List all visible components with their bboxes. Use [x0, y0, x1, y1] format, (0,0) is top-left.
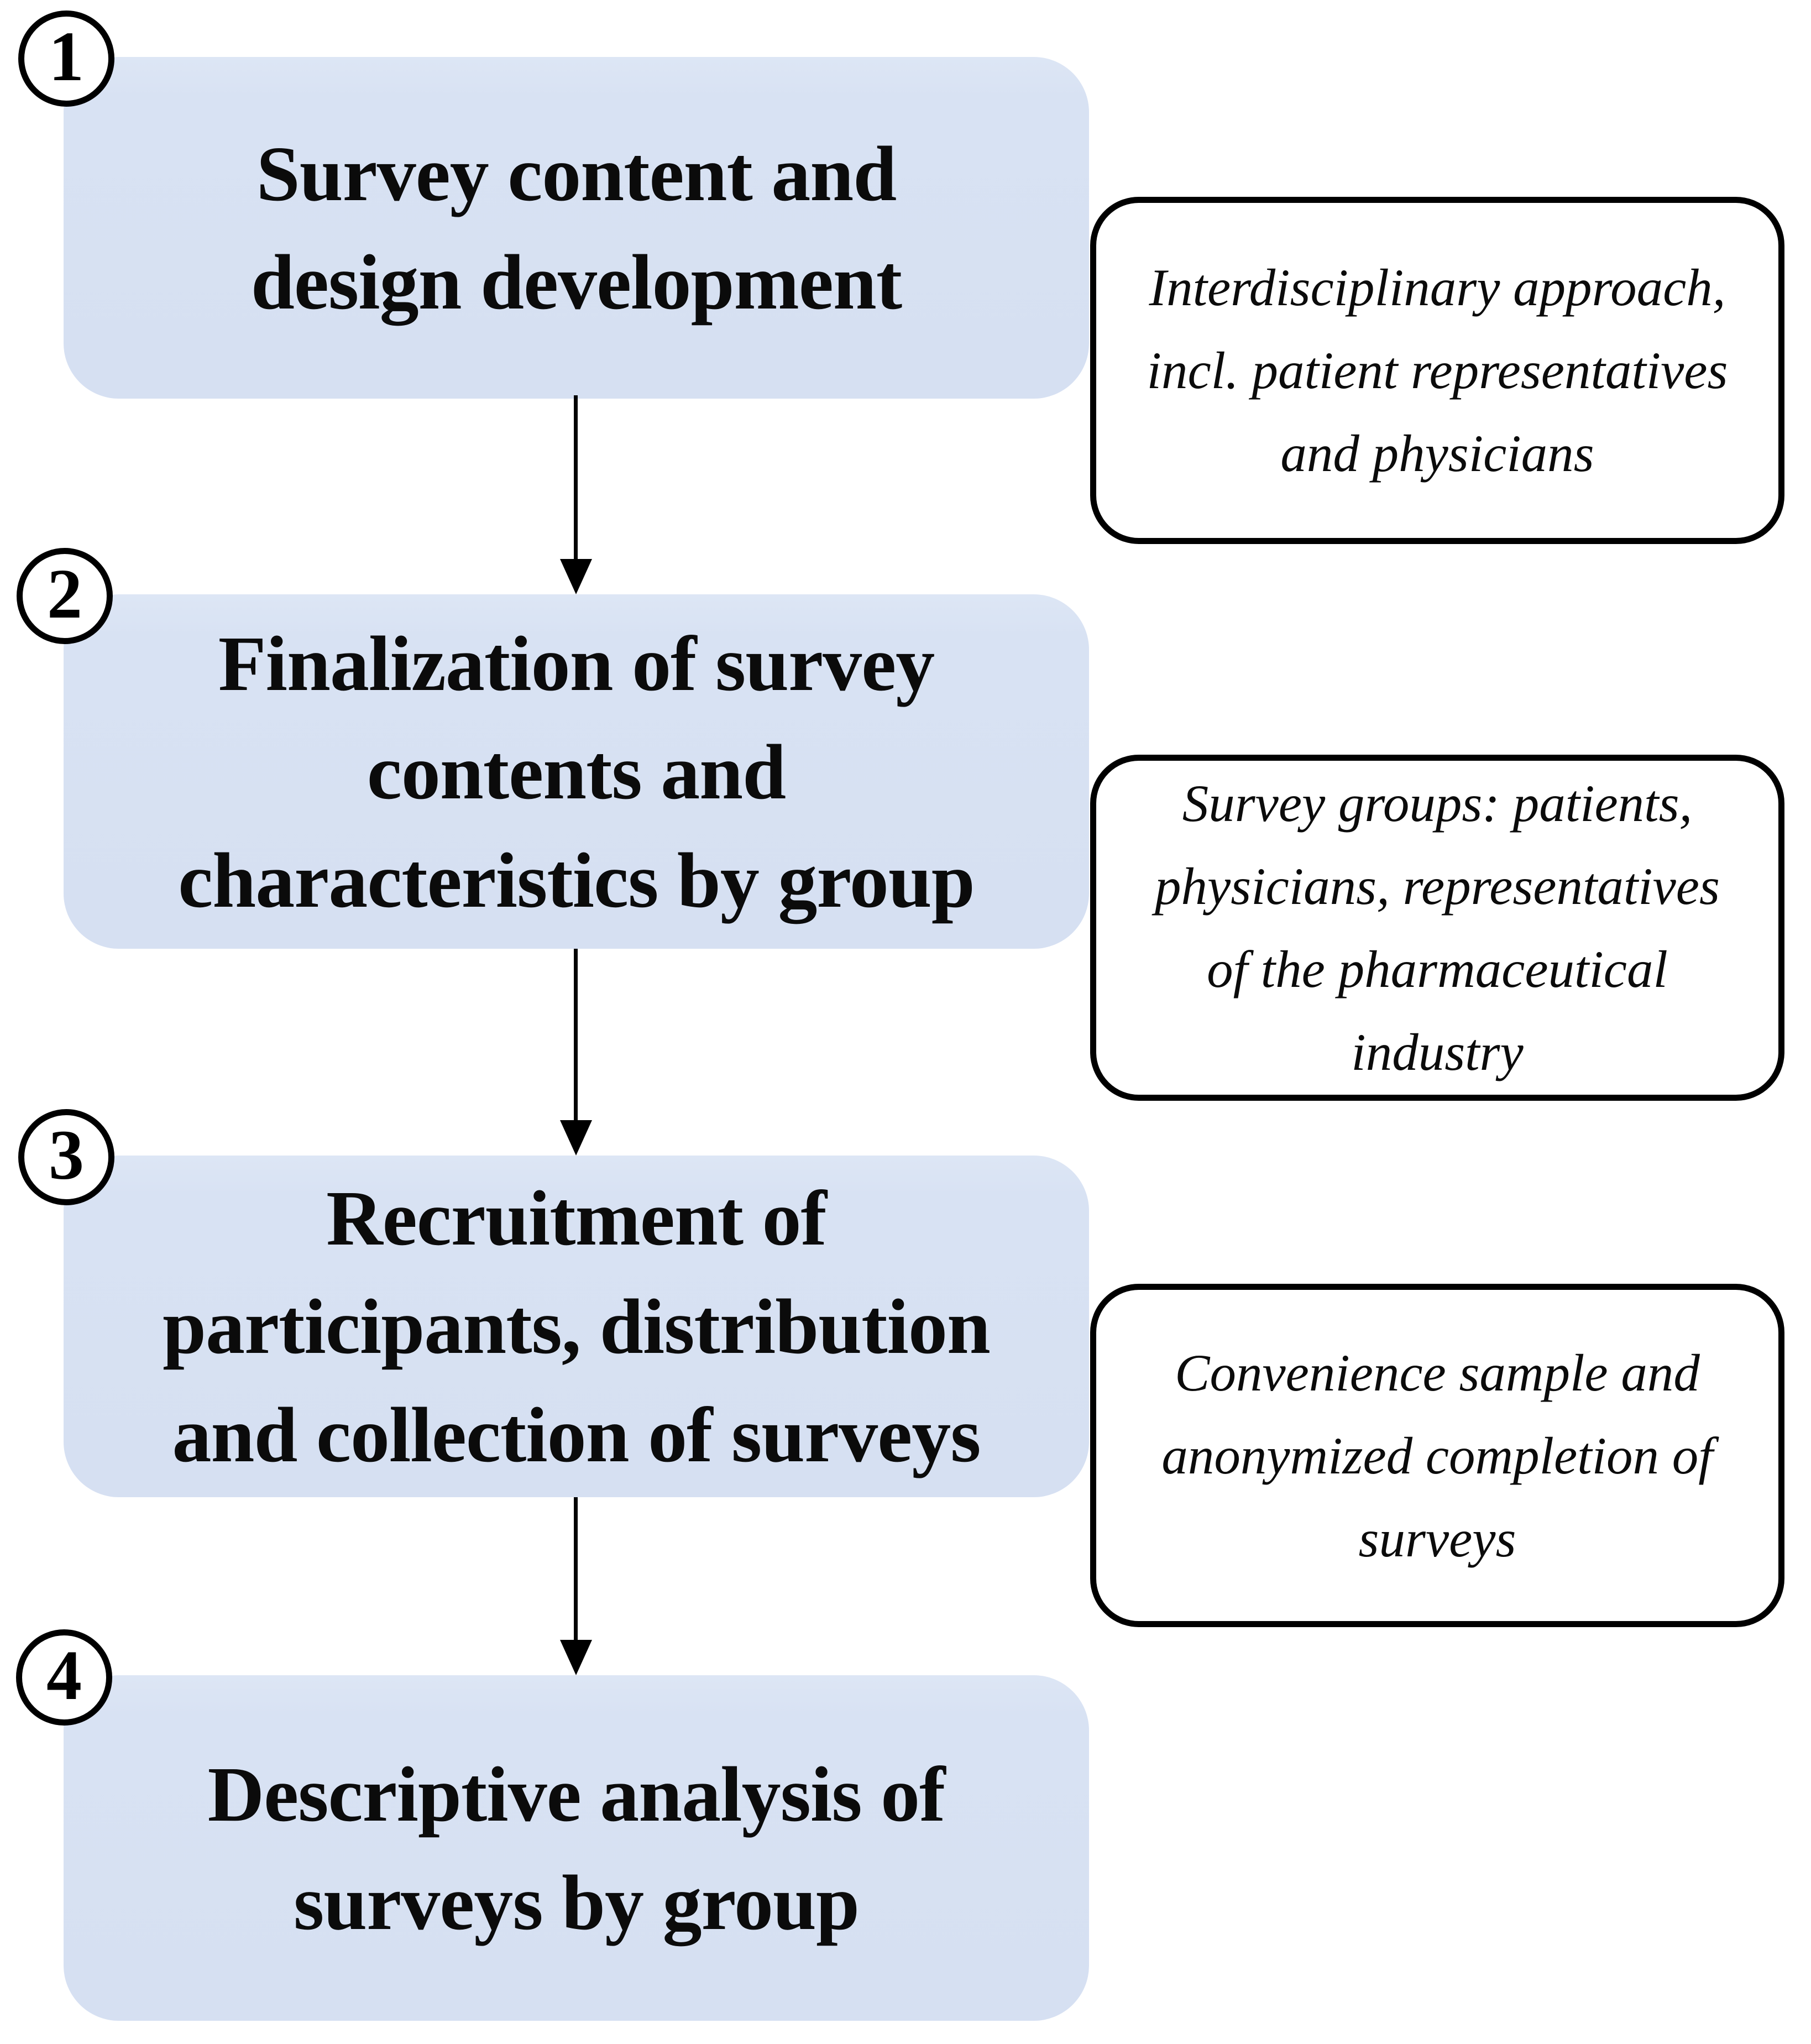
step-2-annotation-text: Survey groups: patients, physicians, rep…	[1155, 774, 1720, 1081]
step-4-number-badge: 4	[16, 1629, 112, 1726]
step-1-number: 1	[49, 17, 84, 96]
step-3-annotation-text: Convenience sample and anonymized comple…	[1161, 1343, 1713, 1568]
step-1-annotation-box: Interdisciplinary approach, incl. patien…	[1090, 197, 1784, 544]
step-2-annotation-box: Survey groups: patients, physicians, rep…	[1090, 755, 1784, 1101]
step-3-number-badge: 3	[18, 1109, 114, 1205]
step-2-number-badge: 2	[17, 548, 113, 644]
step-4-title: Descriptive analysis of surveys by group	[207, 1750, 946, 1946]
step-3-number: 3	[49, 1116, 84, 1194]
step-4-number: 4	[46, 1636, 82, 1714]
step-3-annotation-box: Convenience sample and anonymized comple…	[1090, 1284, 1784, 1627]
step-1-number-badge: 1	[18, 11, 114, 107]
arrow-step2-to-step3-head	[560, 1120, 592, 1156]
arrow-step1-to-step2-head	[560, 559, 592, 594]
step-2-number: 2	[47, 555, 82, 633]
step-2-box: Finalization of survey contents and char…	[64, 594, 1089, 949]
step-1-annotation-text: Interdisciplinary approach, incl. patien…	[1147, 258, 1728, 483]
step-1-box: Survey content and design development	[64, 57, 1089, 399]
arrow-step2-to-step3-shaft	[574, 949, 578, 1122]
step-2-title: Finalization of survey contents and char…	[178, 619, 975, 924]
arrow-step3-to-step4-shaft	[574, 1497, 578, 1642]
step-3-box: Recruitment of participants, distributio…	[64, 1156, 1089, 1497]
arrow-step3-to-step4-head	[560, 1640, 592, 1675]
step-4-box: Descriptive analysis of surveys by group	[64, 1675, 1089, 2021]
step-1-title: Survey content and design development	[250, 130, 902, 326]
arrow-step1-to-step2-shaft	[574, 395, 578, 561]
step-3-title: Recruitment of participants, distributio…	[163, 1174, 991, 1478]
